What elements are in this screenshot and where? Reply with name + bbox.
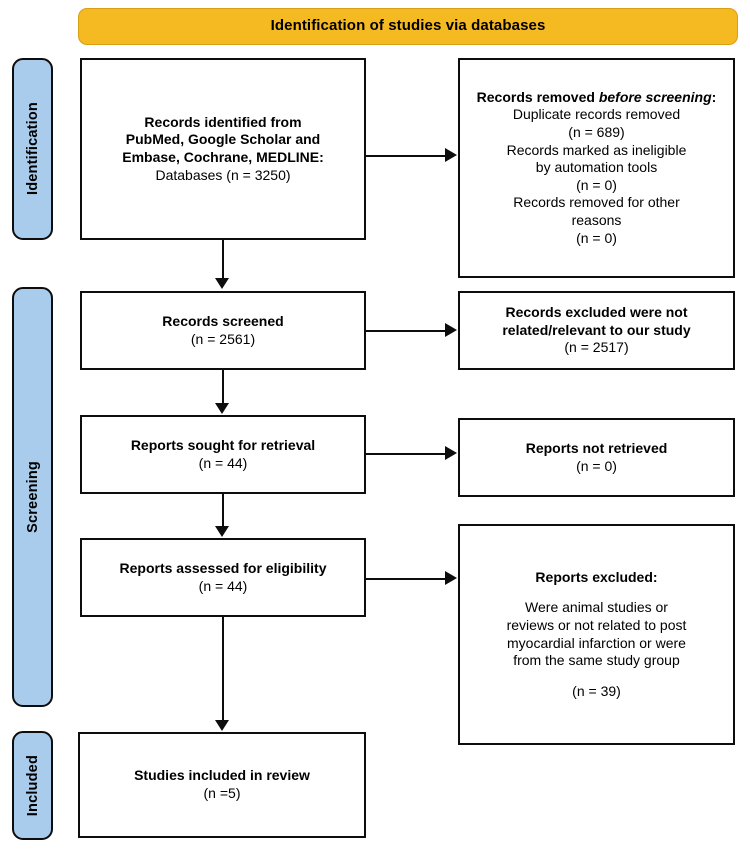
box-records-screened: Records screened (n = 2561) bbox=[80, 291, 366, 370]
box-reports-not-retrieved-detail: (n = 0) bbox=[576, 457, 617, 474]
box-records-removed-before-screening: Records removed before screening: Duplic… bbox=[458, 58, 735, 278]
box-studies-included-title: Studies included in review bbox=[134, 767, 310, 784]
diagram-banner: Identification of studies via databases bbox=[78, 8, 738, 45]
box-records-removed-line-4: by automation tools bbox=[535, 159, 658, 176]
arrowhead-identified-to-removed bbox=[445, 148, 457, 162]
connector-sought-to-assessed bbox=[222, 494, 224, 527]
connector-screened-to-sought bbox=[222, 370, 224, 404]
box-reports-sought-detail: (n = 44) bbox=[198, 454, 248, 471]
stage-bar-screening: Screening bbox=[12, 287, 53, 707]
box-reports-excluded-detail: (n = 39) bbox=[572, 682, 621, 699]
box-records-excluded-title: Records excluded were not related/releva… bbox=[502, 304, 691, 338]
box-reports-assessed: Reports assessed for eligibility (n = 44… bbox=[80, 538, 366, 617]
box-reports-not-retrieved: Reports not retrieved (n = 0) bbox=[458, 418, 735, 497]
arrowhead-sought-to-assessed bbox=[215, 526, 229, 537]
box-records-screened-detail: (n = 2561) bbox=[190, 330, 256, 347]
box-reports-excluded-body: Were animal studies or reviews or not re… bbox=[506, 599, 687, 669]
box-studies-included: Studies included in review (n =5) bbox=[78, 732, 366, 838]
connector-assessed-to-reports-excluded bbox=[366, 578, 446, 580]
records-removed-italic: before screening bbox=[598, 88, 712, 105]
box-records-removed-line-1: Duplicate records removed bbox=[512, 106, 681, 123]
box-records-removed-line-8: (n = 0) bbox=[576, 229, 617, 246]
box-records-excluded-detail: (n = 2517) bbox=[564, 339, 629, 356]
box-studies-included-detail: (n =5) bbox=[203, 785, 241, 801]
connector-sought-to-not-retrieved bbox=[366, 453, 446, 455]
box-reports-excluded: Reports excluded: Were animal studies or… bbox=[458, 524, 735, 745]
box-records-removed-line-2: (n = 689) bbox=[568, 123, 625, 140]
box-records-removed-line-5: (n = 0) bbox=[576, 176, 617, 193]
arrowhead-identified-to-screened bbox=[215, 278, 229, 289]
box-records-screened-title: Records screened bbox=[162, 312, 284, 329]
box-reports-sought-title: Reports sought for retrieval bbox=[130, 436, 316, 453]
arrowhead-screened-to-excluded bbox=[445, 323, 457, 337]
records-removed-lead: Records removed bbox=[476, 88, 599, 105]
box-reports-excluded-title: Reports excluded: bbox=[535, 568, 658, 585]
box-records-removed-line-3: Records marked as ineligible bbox=[506, 141, 687, 158]
box-reports-sought: Reports sought for retrieval (n = 44) bbox=[80, 415, 366, 494]
connector-assessed-to-included bbox=[222, 617, 224, 721]
box-records-removed-line-7: reasons bbox=[571, 212, 622, 229]
stage-bar-identification: Identification bbox=[12, 58, 53, 240]
box-records-removed-line-6: Records removed for other bbox=[513, 194, 680, 211]
stage-label-identification: Identification bbox=[24, 102, 41, 196]
banner-title: Identification of studies via databases bbox=[270, 17, 546, 35]
box-records-excluded: Records excluded were not related/releva… bbox=[458, 291, 735, 370]
box-records-identified-detail: Databases (n = 3250) bbox=[155, 166, 291, 183]
box-reports-assessed-detail: (n = 44) bbox=[198, 577, 248, 594]
arrowhead-screened-to-sought bbox=[215, 403, 229, 414]
box-reports-assessed-title: Reports assessed for eligibility bbox=[119, 559, 327, 576]
arrowhead-sought-to-not-retrieved bbox=[445, 446, 457, 460]
stage-label-included: Included bbox=[24, 754, 41, 817]
connector-identified-to-removed bbox=[366, 155, 446, 157]
records-removed-tail: : bbox=[711, 88, 717, 105]
arrowhead-assessed-to-included bbox=[215, 720, 229, 731]
box-reports-not-retrieved-title: Reports not retrieved bbox=[525, 439, 668, 456]
box-records-removed-title: Records removed before screening: bbox=[477, 89, 717, 107]
stage-label-screening: Screening bbox=[24, 461, 41, 533]
box-records-identified-title: Records identified from PubMed, Google S… bbox=[122, 113, 324, 165]
stage-bar-included: Included bbox=[12, 731, 53, 840]
box-records-identified: Records identified from PubMed, Google S… bbox=[80, 58, 366, 240]
arrowhead-assessed-to-reports-excluded bbox=[445, 571, 457, 585]
connector-identified-to-screened bbox=[222, 240, 224, 279]
connector-screened-to-excluded bbox=[366, 330, 446, 332]
